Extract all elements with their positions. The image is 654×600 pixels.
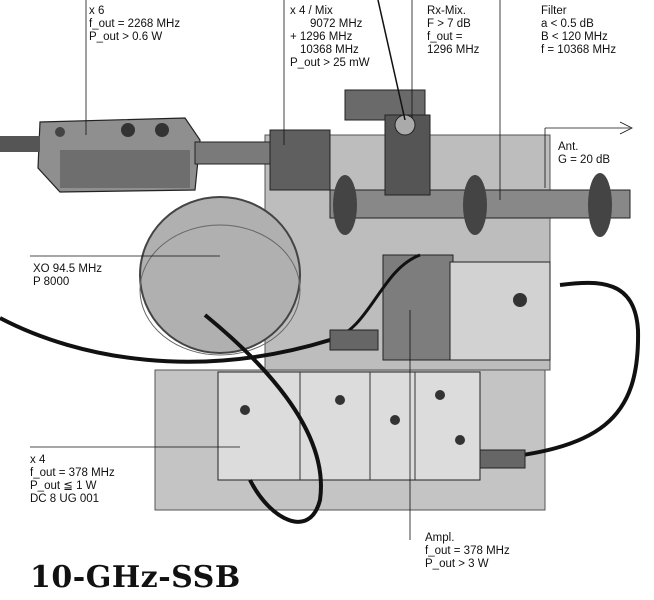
filter-line-4: f = 10368 MHz [541, 44, 617, 56]
cable-right [479, 280, 641, 462]
ampl-line-3: P_out > 3 W [425, 558, 489, 570]
ant-line-1: Ant. [558, 141, 579, 153]
annotation-ant: Ant. G = 20 dB [558, 141, 610, 167]
annotation-x4-mix: x 4 / Mix 9072 MHz + 1296 MHz 10368 MHz … [290, 5, 370, 70]
annotation-rx-mix: Rx-Mix. F > 7 dB f_out = 1296 MHz [427, 5, 479, 57]
flange-2 [463, 175, 487, 235]
rxmix-line-4: 1296 MHz [427, 44, 480, 56]
cable-left [0, 316, 331, 364]
annotation-xo: XO 94.5 MHz P 8000 [33, 263, 102, 289]
amplifier-board [449, 261, 551, 361]
x4mix-line-2: 9072 MHz [310, 18, 363, 30]
x4mix-line-3: + 1296 MHz [290, 31, 353, 43]
x4mix-line-5: P_out > 25 mW [290, 57, 370, 69]
rxmix-line-3: f_out = [427, 31, 463, 43]
antenna-wire [377, 0, 406, 121]
ampl-line-2: f_out = 378 MHz [425, 545, 510, 557]
filter-line-3: B < 120 MHz [541, 31, 608, 43]
page-title: 10-GHz-SSB [30, 560, 241, 595]
rxmix-line-1: Rx-Mix. [427, 5, 466, 17]
x6-line-2: f_out = 2268 MHz [89, 18, 181, 30]
xo-line-2: P 8000 [33, 276, 70, 288]
flange-1 [333, 175, 357, 235]
leader-lines [30, 0, 633, 540]
annotation-filter: Filter a < 0.5 dB B < 120 MHz f = 10368 … [541, 5, 616, 57]
x4mix-line-4: 10368 MHz [300, 44, 359, 56]
x4-line-2: f_out = 378 MHz [30, 467, 115, 479]
filter-line-2: a < 0.5 dB [541, 18, 594, 30]
x4-line-1: x 4 [30, 454, 46, 466]
annotation-x6: x 6 f_out = 2268 MHz P_out > 0.6 W [89, 5, 180, 44]
rxmix-line-2: F > 7 dB [427, 18, 471, 30]
x6-line-3: P_out > 0.6 W [89, 31, 163, 43]
left-connector [0, 136, 40, 152]
amplifier-box [382, 254, 454, 361]
ant-line-2: G = 20 dB [558, 154, 611, 166]
x6-multiplier-block [37, 117, 201, 193]
right-connector [479, 449, 526, 469]
xo-disk [139, 196, 301, 354]
x4-line-3: P_out ≦ 1 W [30, 480, 97, 492]
annotation-ampl: Ampl. f_out = 378 MHz P_out > 3 W [425, 532, 510, 571]
x4-mix-block [269, 129, 331, 191]
cable-loop [203, 313, 323, 524]
x6-line-1: x 6 [89, 5, 105, 17]
xo-line-1: XO 94.5 MHz [33, 263, 103, 275]
annotation-x4: x 4 f_out = 378 MHz P_out ≦ 1 W DC 8 UG … [30, 454, 115, 506]
flange-3 [588, 173, 612, 237]
x4-board [217, 371, 481, 481]
x4mix-line-1: x 4 / Mix [290, 5, 333, 17]
ampl-line-1: Ampl. [425, 532, 455, 544]
filter-line-1: Filter [541, 5, 567, 17]
cable-connector [329, 329, 379, 351]
x4-line-4: DC 8 UG 001 [30, 493, 100, 505]
